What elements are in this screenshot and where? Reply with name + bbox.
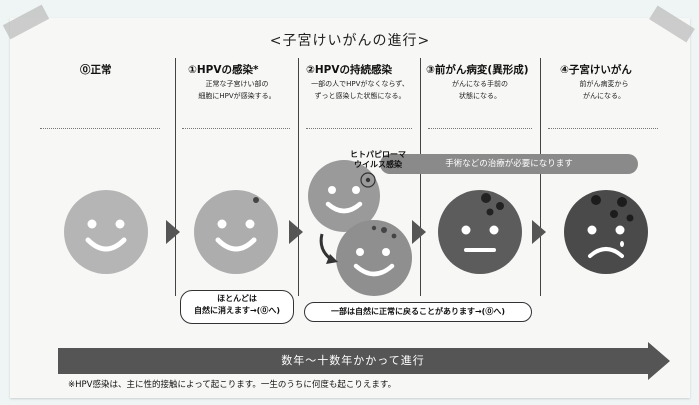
normal-cell-face bbox=[64, 190, 148, 274]
stage-arrow bbox=[289, 220, 303, 244]
stage-arrow bbox=[412, 220, 426, 244]
stage-heading-cancer: ④子宮けいがん bbox=[560, 64, 632, 76]
hpv-infected-cell-face bbox=[194, 190, 278, 274]
faces-layer bbox=[64, 160, 648, 296]
column-divider bbox=[540, 58, 541, 296]
stage-heading-persistent-infection: ②HPVの持続感染 bbox=[306, 64, 392, 76]
diagram-sheet: <子宮けいがんの進行> ⓪正常 ①HPVの感染* ②HPVの持続感染 ③前がん病… bbox=[2, 4, 695, 398]
stage-desc-persistent-infection: 一部の人でHPVがなくならず、 ずっと感染した状態になる。 bbox=[311, 80, 409, 100]
dotted-separator bbox=[428, 128, 532, 129]
dotted-separator bbox=[182, 128, 290, 129]
column-divider bbox=[175, 58, 176, 296]
stage-heading-normal: ⓪正常 bbox=[80, 64, 112, 76]
stage-arrow bbox=[532, 220, 546, 244]
stage-heading-precancer: ③前がん病変(異形成) bbox=[426, 64, 529, 76]
cancer-cell-face bbox=[564, 190, 648, 274]
virus-label: ヒトパピローマ ウイルス感染 bbox=[350, 150, 406, 169]
stage-desc-precancer: がんになる手前の 状態になる。 bbox=[452, 80, 508, 100]
bubble-naturally-clears: ほとんどは 自然に消えます→(⓪へ) bbox=[180, 290, 294, 324]
persistent-infection-face-lower bbox=[336, 220, 412, 296]
bubble-returns-normal: 一部は自然に正常に戻ることがあります→(⓪へ) bbox=[304, 302, 532, 322]
precancer-cell-face bbox=[438, 190, 522, 274]
dotted-separator bbox=[306, 128, 412, 129]
stage-desc-cancer: 前がん病変から がんになる。 bbox=[579, 80, 629, 100]
dotted-separator bbox=[40, 128, 160, 129]
column-divider bbox=[298, 58, 299, 296]
dotted-separator bbox=[548, 128, 658, 129]
persistent-infection-face-upper bbox=[308, 160, 380, 232]
column-divider bbox=[420, 58, 421, 296]
stage-desc-hpv-infection: 正常な子宮けい部の 細胞にHPVが感染する。 bbox=[198, 80, 276, 100]
timeline-bar: 数年～十数年かかって進行 bbox=[58, 348, 648, 374]
diagram-title: <子宮けいがんの進行> bbox=[269, 33, 431, 49]
footnote: ※HPV感染は、主に性的接触によって起こります。一生のうちに何度も起こりえます。 bbox=[68, 380, 397, 390]
stage-heading-hpv-infection: ①HPVの感染* bbox=[188, 64, 259, 76]
timeline-arrowhead bbox=[648, 342, 670, 380]
treatment-banner: 手術などの治療が必要になります bbox=[380, 154, 638, 174]
stage-arrow bbox=[166, 220, 180, 244]
